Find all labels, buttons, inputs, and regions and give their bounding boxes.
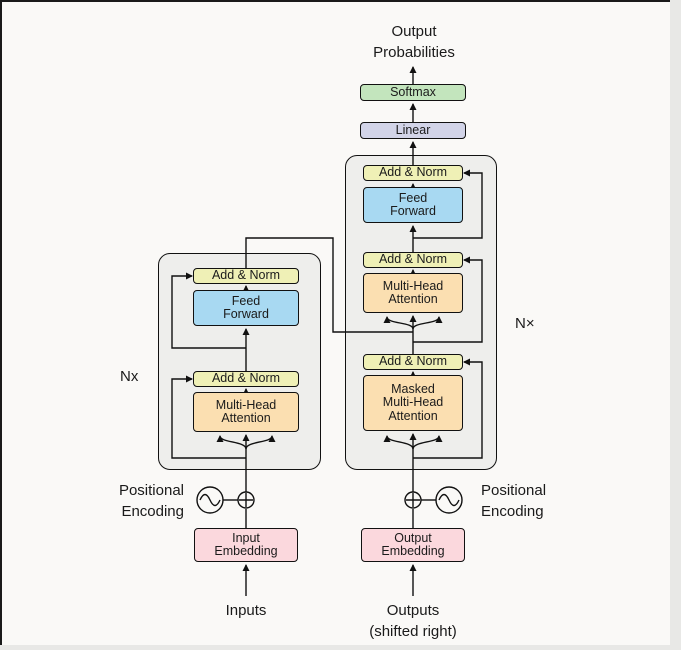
frame-top-line (0, 0, 670, 2)
inputs-label: Inputs (225, 602, 267, 619)
scrollbar-strip[interactable] (670, 0, 681, 650)
n-times-decoder-label: N× (515, 315, 535, 332)
linear-box: Linear (360, 122, 466, 139)
pe-right-sine-wave-icon (438, 493, 460, 507)
softmax-box: Softmax (360, 84, 466, 101)
pe-right-plus-icon (406, 493, 420, 507)
output-probabilities-label: Output Probabilities (373, 23, 455, 61)
pe-right-sine-circle-icon (435, 486, 463, 514)
positional-encoding-right-label: Positional Encoding (481, 482, 547, 520)
pe-left-add-circle-icon (237, 491, 255, 509)
pe-right-add-circle-icon (404, 491, 422, 509)
pe-left-sine-wave-icon (199, 493, 221, 507)
pe-left-plus-icon (239, 493, 253, 507)
outputs-label: Outputs (shifted right) (369, 602, 457, 640)
encoder-add-norm-bottom: Add & Norm (193, 371, 299, 387)
encoder-feed-forward: Feed Forward (193, 290, 299, 326)
decoder-masked-multi-head-attention: Masked Multi-Head Attention (363, 375, 463, 431)
encoder-add-norm-top: Add & Norm (193, 268, 299, 284)
positional-encoding-left-label: Positional Encoding (118, 482, 184, 520)
encoder-multi-head-attention: Multi-Head Attention (193, 392, 299, 432)
n-times-encoder-label: Nx (120, 368, 139, 385)
pe-left-sine-circle-icon (196, 486, 224, 514)
output-embedding-box: Output Embedding (361, 528, 465, 562)
decoder-add-norm-middle: Add & Norm (363, 252, 463, 268)
decoder-add-norm-bottom: Add & Norm (363, 354, 463, 370)
positional-encoding-symbols (196, 486, 463, 514)
decoder-feed-forward: Feed Forward (363, 187, 463, 223)
decoder-multi-head-attention: Multi-Head Attention (363, 273, 463, 313)
decoder-add-norm-top: Add & Norm (363, 165, 463, 181)
encoder-stack-container (158, 253, 321, 470)
frame-bottom-strip (0, 645, 670, 650)
input-embedding-box: Input Embedding (194, 528, 298, 562)
frame-left-line (0, 0, 2, 646)
